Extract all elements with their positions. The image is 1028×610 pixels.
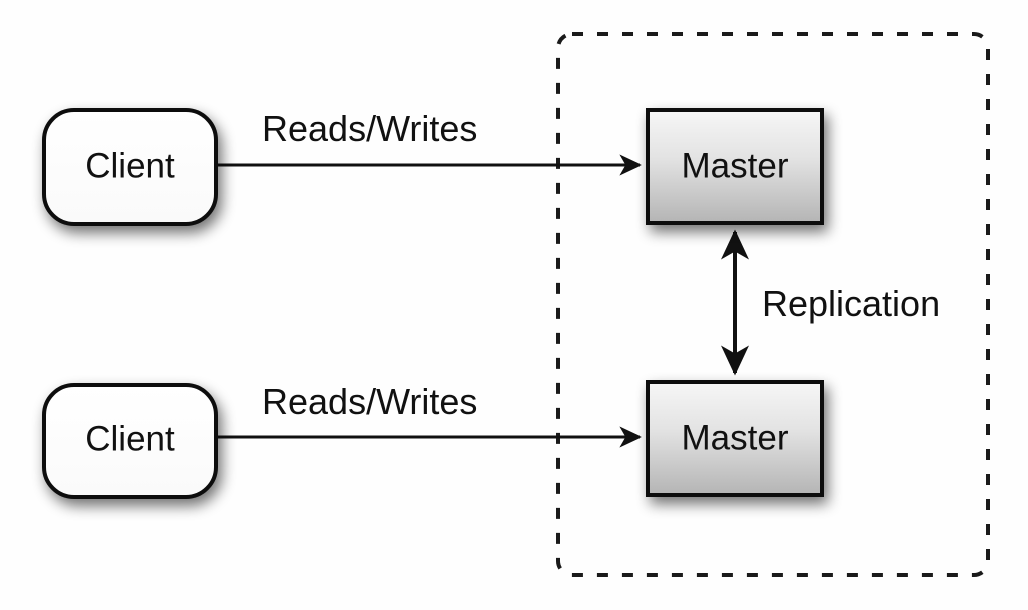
replication-cluster-boundary bbox=[556, 32, 990, 577]
node-master-top-label: Master bbox=[682, 146, 789, 185]
client-bottom-shape bbox=[42, 383, 218, 499]
edge-label-reads-writes-top: Reads/Writes bbox=[262, 108, 477, 149]
node-master-top[interactable] bbox=[646, 108, 824, 225]
node-client-bottom[interactable] bbox=[42, 383, 218, 499]
node-client-bottom-label: Client bbox=[85, 419, 175, 458]
edge-label-reads-writes-bottom: Reads/Writes bbox=[262, 381, 477, 422]
node-master-bottom[interactable] bbox=[646, 380, 824, 497]
node-client-top-label: Client bbox=[85, 146, 175, 185]
client-top-shape bbox=[42, 108, 218, 226]
edge-label-replication: Replication bbox=[762, 283, 940, 324]
master-top-shape bbox=[646, 108, 824, 225]
node-master-bottom-label: Master bbox=[682, 418, 789, 457]
master-bottom-shape bbox=[646, 380, 824, 497]
node-client-top[interactable] bbox=[42, 108, 218, 226]
